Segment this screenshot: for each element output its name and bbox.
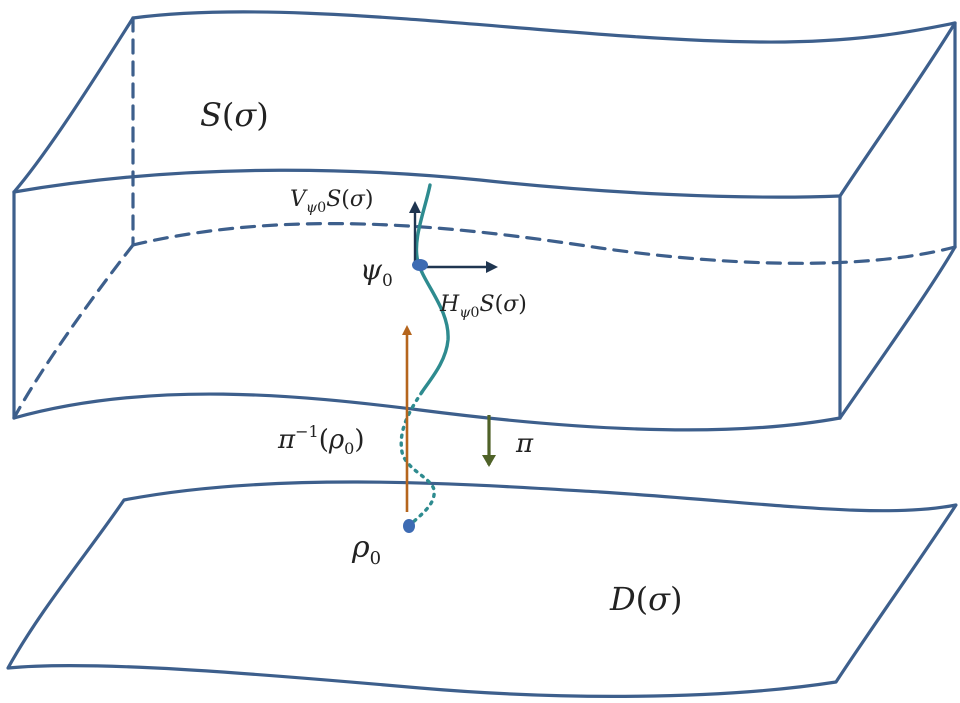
total-space-label: S(σ) [200,96,269,134]
base-space-sheet [6,480,958,698]
rho0-label: ρ0 [351,530,381,569]
base-space-label: D(σ) [609,580,682,618]
total-space-box [12,10,957,432]
top-face-left-edge [12,16,135,194]
projection-label: π [515,429,534,459]
horizontal-space-label: Hψ0S(σ) [439,292,527,321]
bottom-face-right-edge [838,245,957,420]
top-face-back-edge [131,10,957,44]
rho0-point [403,519,415,533]
psi0-point [412,259,428,271]
vertical-space-label: Vψ0S(σ) [290,187,374,216]
front-top-edge [12,168,842,199]
psi0-label: ψ0 [360,253,393,291]
fiber-curve [414,183,450,394]
fiber-label: π−1(ρ0) [277,422,364,458]
front-bottom-edge [12,392,842,432]
hidden-back-bottom-edge [131,222,957,265]
top-face-right-edge [838,21,957,198]
hidden-bottom-left-edge [12,243,135,420]
